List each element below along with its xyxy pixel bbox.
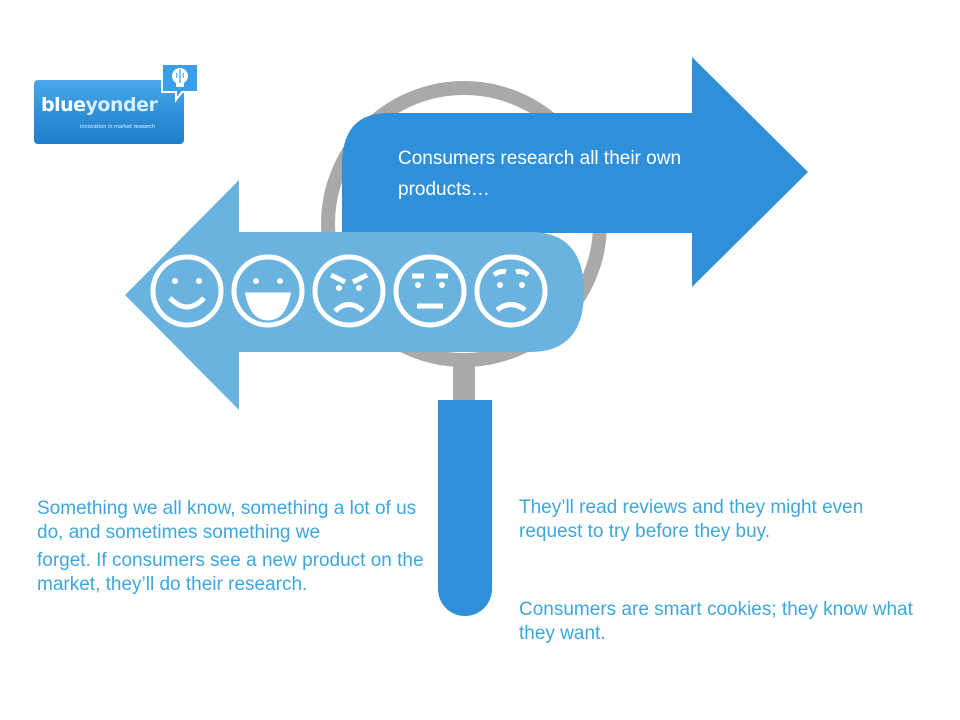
arrow-right-text: Consumers research all their own product… (398, 148, 682, 200)
left-paragraph-line1: Something we all know, something a lot o… (37, 498, 417, 543)
right-paragraph-2: Consumers are smart cookies; they know w… (519, 599, 913, 644)
smile-face-icon (150, 254, 224, 328)
arrow-left (125, 180, 584, 410)
right-paragraph-1: They’ll read reviews and they might even… (519, 497, 864, 542)
left-paragraph: Something we all know, something a lot o… (37, 497, 437, 597)
logo-tagline: innovation in market research (80, 124, 156, 130)
arrow-right (342, 57, 808, 287)
magnifier-neck (453, 355, 475, 405)
lightbulb-brain-icon (161, 63, 199, 103)
grin-face-icon (231, 254, 305, 328)
worried-face-icon (474, 254, 548, 328)
left-paragraph-line2: forget. If consumers see a new product o… (37, 550, 424, 595)
angry-face-icon (312, 254, 386, 328)
logo-wordmark: blueyonder (41, 94, 158, 116)
logo-box (34, 80, 184, 144)
blueyonder-logo: blueyonder innovation in market research (34, 60, 206, 150)
magnifier-handle (438, 400, 492, 616)
neutral-face-icon (393, 254, 467, 328)
